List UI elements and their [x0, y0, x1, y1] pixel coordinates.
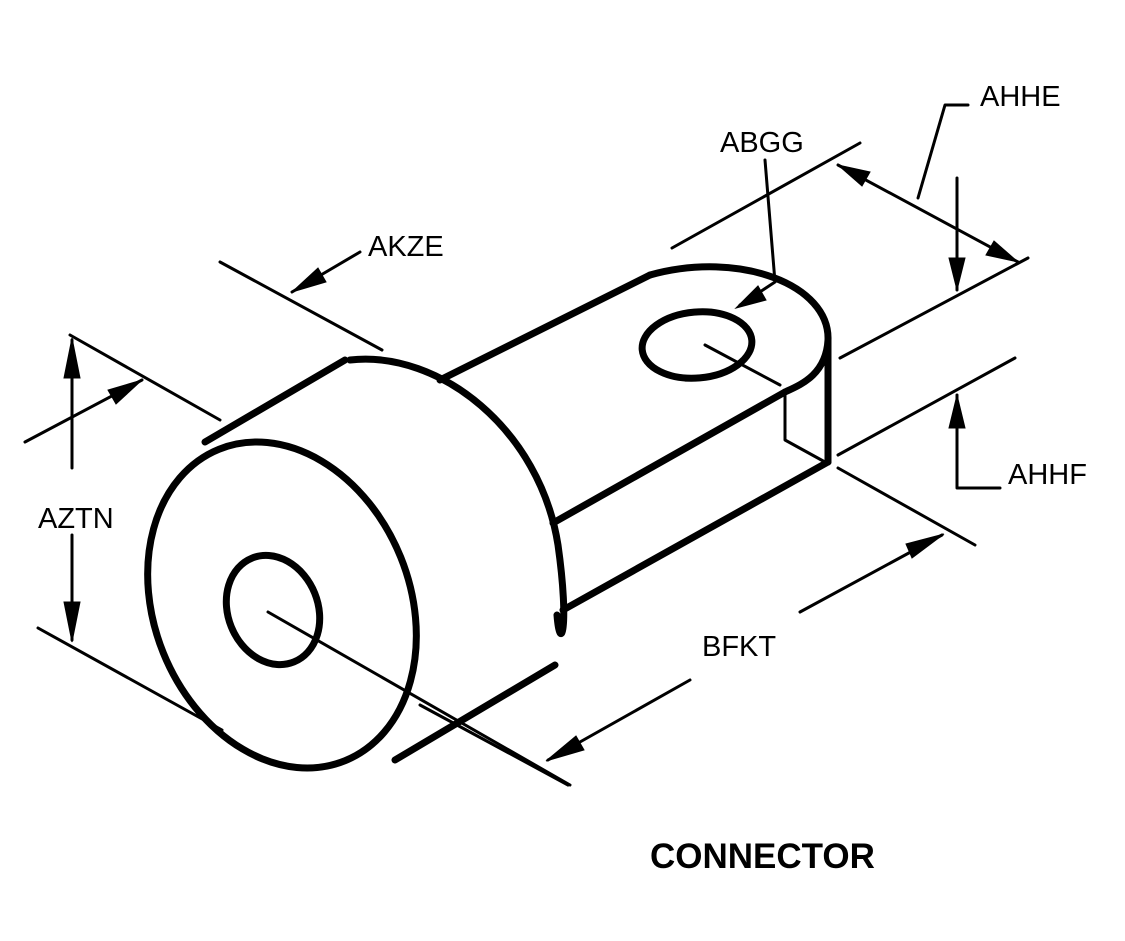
front-bore-center-line	[266, 610, 572, 787]
dim-ahhe-line	[836, 163, 1020, 264]
ext-akze-outer	[218, 260, 384, 352]
ext-ahhe-right-top	[838, 256, 1030, 360]
label-bfkt: BFKT	[702, 631, 776, 663]
label-abgg: ABGG	[720, 127, 804, 159]
arrow-ahhe-left	[837, 164, 871, 187]
arrow-ahhe-vertical	[948, 257, 966, 291]
dim-ahhf-vertical	[955, 393, 1002, 490]
arrow-aztn-top	[63, 337, 81, 379]
arrow-ahhe-right	[985, 240, 1019, 263]
collar-top-edge	[201, 356, 349, 446]
arrow-ahhf-vertical	[948, 394, 966, 429]
label-ahhf: AHHF	[1008, 459, 1087, 491]
extension-lines	[36, 141, 1030, 787]
dimension-lines	[23, 103, 1020, 762]
arrow-bfkt-left	[545, 735, 585, 762]
arrow-aztn-bottom	[63, 601, 81, 643]
ext-bfkt-left	[418, 703, 570, 787]
connector-body	[144, 263, 832, 772]
arrow-bfkt-right	[905, 533, 945, 559]
front-bore	[222, 551, 324, 669]
dim-ahhe-leader	[916, 103, 970, 200]
collar-back-rim	[346, 355, 568, 638]
ext-abgg-top	[670, 141, 862, 250]
shank-middle-edge	[549, 388, 789, 527]
label-aztn: AZTN	[38, 503, 114, 535]
shank-bottom-edge	[559, 458, 832, 614]
cross-hole-center-line	[703, 343, 782, 387]
arrow-abgg	[734, 285, 767, 309]
ext-aztn-bottom	[36, 626, 224, 732]
ext-bfkt-right	[836, 466, 977, 547]
collar-front-face	[144, 438, 420, 772]
ext-aztn-top	[68, 333, 222, 422]
shank-top-edge	[436, 271, 654, 384]
arrow-akze	[291, 267, 327, 293]
ext-ahhf-bottom	[836, 356, 1017, 457]
drawing-title: CONNECTOR	[650, 837, 875, 876]
collar-bottom-edge	[391, 661, 559, 764]
hidden-slot-line	[783, 393, 827, 464]
arrow-aztn-diag	[107, 379, 143, 405]
label-akze: AKZE	[368, 231, 444, 263]
dim-abgg-leader	[738, 158, 777, 307]
label-ahhe: AHHE	[980, 81, 1061, 113]
center-lines	[266, 343, 827, 787]
cross-hole	[638, 308, 756, 382]
clevis-rounded-end	[646, 263, 832, 396]
